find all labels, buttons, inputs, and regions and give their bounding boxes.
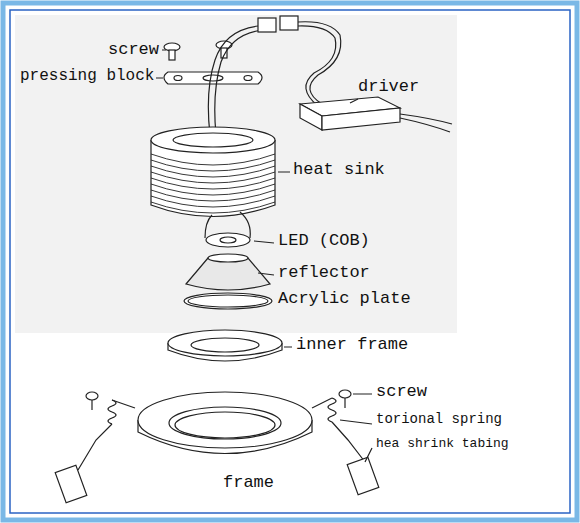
heat-sink-fin bbox=[151, 160, 275, 171]
part-label: reflector bbox=[278, 264, 370, 283]
part-label: frame bbox=[223, 474, 274, 493]
part-label: torional spring bbox=[376, 412, 502, 427]
part-label: Acrylic plate bbox=[278, 290, 411, 309]
heat-sink-fin bbox=[151, 196, 275, 207]
heat-sink-fin bbox=[151, 184, 275, 195]
heat-sink-fin bbox=[151, 154, 275, 165]
heat-sink-fin bbox=[151, 202, 275, 213]
part-label: LED (COB) bbox=[278, 232, 370, 251]
heat-sink-fin bbox=[151, 190, 275, 201]
part-label: driver bbox=[358, 78, 419, 97]
heat-sink-fin bbox=[151, 178, 275, 189]
heat-sink-fin bbox=[151, 172, 275, 183]
part-label: screw bbox=[376, 383, 427, 402]
part-label: screw bbox=[108, 41, 159, 60]
part-label: heat sink bbox=[293, 161, 385, 180]
part-label: inner frame bbox=[296, 336, 408, 355]
part-label: hea shrink tabing bbox=[376, 437, 509, 451]
part-label: pressing block bbox=[20, 68, 154, 86]
heat-sink-fin bbox=[151, 166, 275, 177]
